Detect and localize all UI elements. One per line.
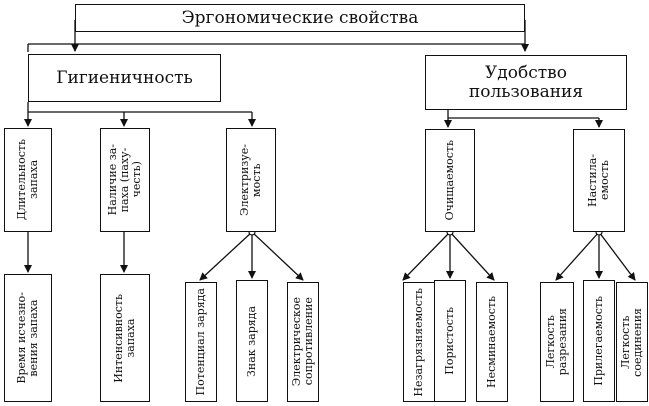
leaf-smell-intensity-label: Интенсивность запаха [112, 293, 137, 383]
leaf-charge-sign: Знак заряда [236, 280, 268, 402]
group-hygiene-label: Гигиеничность [56, 67, 193, 88]
leaf-porosity: Пористость [434, 280, 466, 402]
leaf-electric-resistance-label: Электрическое сопротивление [290, 297, 315, 387]
leaf-crease-resistance: Несминаемость [476, 282, 508, 402]
leaf-soil-resistance: Незагрязняемость [403, 282, 435, 402]
leaf-electric-resistance: Электрическое сопротивление [287, 282, 319, 402]
group-hygiene-box: Гигиеничность [28, 54, 221, 102]
leaf-smell-disappear-time: Время исчезно- вения запаха [4, 274, 52, 402]
leaf-ease-of-joining: Легкость соединения [616, 282, 648, 402]
leaf-ease-of-cutting-label: Легкость разрезания [544, 308, 569, 376]
leaf-porosity-label: Пористость [443, 307, 456, 375]
title-text: Эргономические свойства [181, 7, 419, 28]
leaf-adherence-label: Прилегаемость [592, 296, 605, 386]
node-smell-duration: Длительность запаха [4, 128, 52, 232]
leaf-soil-resistance-label: Незагрязняемость [412, 287, 425, 397]
leaf-smell-disappear-time-label: Время исчезно- вения запаха [15, 292, 40, 384]
leaf-adherence: Прилегаемость [583, 280, 615, 402]
leaf-ease-of-joining-label: Легкость соединения [619, 307, 644, 377]
leaf-smell-intensity: Интенсивность запаха [100, 274, 150, 402]
node-electrification-label: Электризуе- мость [238, 144, 263, 216]
group-usability-label: Удобство пользования [468, 62, 584, 102]
title-box: Эргономические свойства [75, 4, 525, 32]
node-smell-presence: Наличие за- паха (паху- честь) [100, 128, 150, 232]
group-usability-box: Удобство пользования [425, 55, 627, 110]
node-spreadability-label: Настила- емость [586, 154, 611, 207]
node-cleanability-label: Очищаемость [443, 140, 456, 221]
leaf-charge-sign-label: Знак заряда [245, 305, 258, 377]
node-spreadability: Настила- емость [573, 129, 625, 232]
leaf-crease-resistance-label: Несминаемость [485, 296, 498, 388]
node-cleanability: Очищаемость [425, 129, 475, 232]
node-electrification: Электризуе- мость [226, 128, 276, 232]
node-smell-duration-label: Длительность запаха [15, 139, 40, 221]
leaf-ease-of-cutting: Легкость разрезания [540, 282, 574, 402]
leaf-charge-potential: Потенциал заряда [185, 282, 217, 402]
leaf-charge-potential-label: Потенциал заряда [194, 288, 207, 396]
node-smell-presence-label: Наличие за- паха (паху- честь) [106, 144, 143, 216]
